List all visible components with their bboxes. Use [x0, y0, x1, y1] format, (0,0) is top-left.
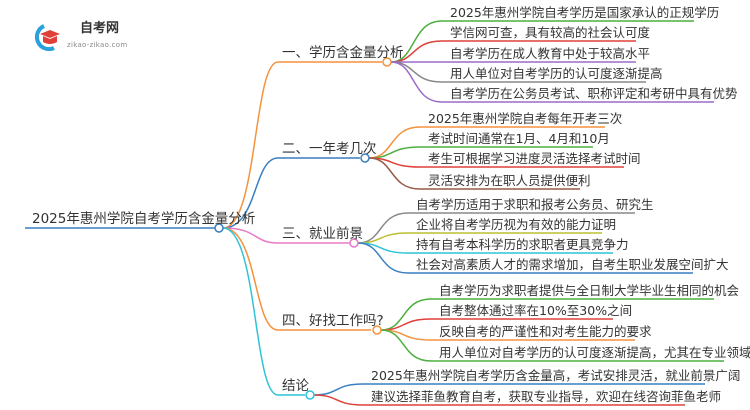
- child-node[interactable]: 反映自考的严谨性和对考生能力的要求: [439, 324, 652, 339]
- collapse-toggle[interactable]: [305, 390, 315, 400]
- child-node[interactable]: 自考学历在成人教育中处于较高水平: [450, 46, 651, 61]
- child-node[interactable]: 2025年惠州学院自考学历含金量高，考试安排灵活，就业前景广阔: [371, 368, 741, 383]
- root-collapse-toggle[interactable]: [214, 223, 224, 233]
- collapse-toggle[interactable]: [372, 325, 382, 335]
- logo-url: zikao-zikao.com: [67, 41, 128, 49]
- child-connector: [380, 329, 724, 362]
- branch-node[interactable]: 三、就业前景: [282, 226, 363, 242]
- branch-connector: [222, 227, 350, 244]
- child-node[interactable]: 自考学历为求职者提供与全日制大学毕业生相同的机会: [439, 283, 740, 298]
- child-connector: [380, 318, 613, 331]
- child-connector: [368, 126, 605, 159]
- root-node[interactable]: 2025年惠州学院自考学历含金量分析: [32, 211, 256, 227]
- child-node[interactable]: 考试时间通常在1月、4月和10月: [428, 131, 610, 146]
- branch-connector: [222, 227, 305, 396]
- logo-icon: [34, 24, 60, 52]
- child-connector: [390, 20, 694, 63]
- logo-title: 自考网: [80, 21, 120, 36]
- child-connector: [368, 157, 580, 190]
- child-connector: [390, 61, 714, 103]
- collapse-toggle[interactable]: [360, 153, 370, 163]
- child-node[interactable]: 2025年惠州学院自考学历是国家承认的正规学历: [450, 5, 720, 20]
- child-connector: [357, 212, 635, 244]
- child-connector: [357, 232, 602, 244]
- child-node[interactable]: 自考学历适用于求职和报考公务员、研究生: [416, 197, 654, 212]
- branch-node[interactable]: 结论: [282, 378, 309, 394]
- child-connector: [357, 242, 693, 274]
- child-node[interactable]: 考生可根据学习进度灵活选择考试时间: [428, 151, 641, 166]
- branch-connector: [222, 61, 382, 229]
- child-node[interactable]: 学信网可查，具有较高的社会认可度: [450, 25, 651, 40]
- child-node[interactable]: 用人单位对自考学历的认可度逐渐提高，尤其在专业领域: [439, 345, 750, 360]
- child-connector: [368, 146, 593, 159]
- child-node[interactable]: 持有自考本科学历的求职者更具竞争力: [416, 237, 629, 252]
- child-node[interactable]: 自考整体通过率在10%至30%之间: [439, 303, 633, 318]
- branch-node[interactable]: 二、一年考几次: [282, 141, 377, 157]
- branch-node[interactable]: 四、好找工作吗?: [282, 313, 384, 329]
- branch-connector: [222, 157, 360, 229]
- collapse-toggle[interactable]: [382, 57, 392, 67]
- child-node[interactable]: 灵活安排为在职人员提供便利: [428, 173, 591, 188]
- child-node[interactable]: 社会对高素质人才的需求增加，自考生职业发展空间扩大: [416, 257, 729, 272]
- branch-node[interactable]: 一、学历含金量分析: [282, 45, 404, 61]
- child-node[interactable]: 企业将自考学历视为有效的能力证明: [416, 217, 617, 232]
- child-connector: [313, 394, 685, 406]
- branch-connector: [222, 227, 371, 331]
- collapse-toggle[interactable]: [349, 238, 359, 248]
- child-node[interactable]: 用人单位对自考学历的认可度逐渐提高: [450, 66, 663, 81]
- child-connector: [380, 298, 714, 331]
- child-node[interactable]: 自考学历在公务员考试、职称评定和考研中具有优势: [450, 86, 738, 101]
- child-node[interactable]: 2025年惠州学院自考每年开考三次: [428, 111, 623, 126]
- child-node[interactable]: 建议选择菲鱼教育自考，获取专业指导，欢迎在线咨询菲鱼老师: [371, 389, 722, 404]
